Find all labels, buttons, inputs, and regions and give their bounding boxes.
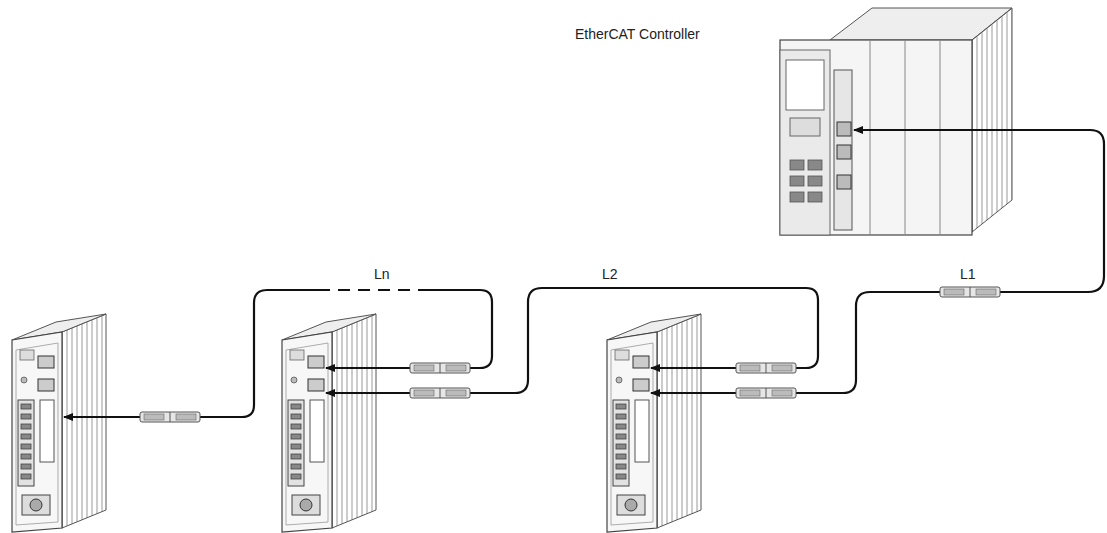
cable-label: L1: [958, 266, 978, 282]
cable-plug: [736, 388, 796, 398]
device-label: EtherCAT Controller: [573, 26, 702, 42]
controller-illustration: [780, 8, 1012, 235]
cable-plug: [140, 412, 200, 422]
port-arrow: [64, 130, 1000, 417]
cable-label: Ln: [372, 266, 392, 282]
cable-plug: [940, 287, 1000, 297]
cable-plug: [736, 363, 796, 373]
cable: [200, 130, 1104, 417]
servo-drive: [12, 314, 106, 532]
servo-drive: [607, 314, 701, 532]
cable-label: L2: [600, 266, 620, 282]
cable-plug: [410, 363, 470, 373]
cable-plug: [410, 388, 470, 398]
servo-drive: [282, 314, 376, 532]
